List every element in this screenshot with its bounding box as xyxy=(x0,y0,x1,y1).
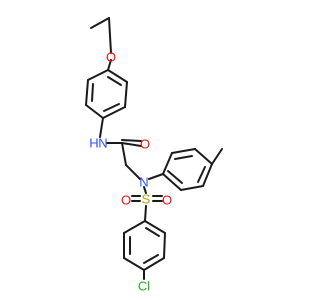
bond-ring1-e xyxy=(85,79,89,106)
bond-ring2-inner-2 xyxy=(197,166,206,183)
bond-ring1-inner-2 xyxy=(103,103,120,112)
bond-n-ring2 xyxy=(148,173,164,180)
bond-ring2-inner-1 xyxy=(174,155,193,160)
bond-ring1-b xyxy=(124,81,128,108)
sulfonyl-oxygen-left-label: O xyxy=(121,193,131,208)
atom-labels: O H N O N O S O Cl xyxy=(89,50,172,294)
bond-ethyl-c2-o xyxy=(108,17,112,54)
bond-ring2-b xyxy=(171,148,196,154)
bond-ring1-nh xyxy=(99,117,104,138)
bonds xyxy=(85,17,223,280)
bond-ring2-c xyxy=(194,148,213,165)
bond-ring2-e xyxy=(180,185,204,191)
bond-carbonyl-double-1 xyxy=(121,142,142,147)
bond-ring3-c xyxy=(143,257,165,271)
bond-ring1-f xyxy=(87,69,109,81)
bond-ring3-inner-1 xyxy=(145,227,160,237)
bond-ring2-inner-3 xyxy=(167,170,183,184)
bond-o-ring1 xyxy=(107,59,112,71)
bond-ring1-a xyxy=(107,69,128,83)
bond-n-s xyxy=(143,186,147,194)
sulfonyl-oxygen-right-label: O xyxy=(162,193,172,208)
bond-ethyl-c1-c2 xyxy=(90,17,110,29)
carbonyl-oxygen-label: O xyxy=(140,137,150,152)
sulfur-label: S xyxy=(142,192,151,207)
molecule-structure: O H N O N O S O Cl xyxy=(85,17,223,294)
bond-ring2-f xyxy=(162,173,182,191)
bond-carbonyl-ch2 xyxy=(121,142,127,166)
bond-ring2-methyl xyxy=(211,148,223,165)
bond-ch2-n xyxy=(125,164,141,180)
bond-ring1-c xyxy=(102,106,126,119)
ether-oxygen-label: O xyxy=(106,50,116,65)
bond-ring2-a xyxy=(162,152,173,175)
bond-ring1-d xyxy=(85,104,104,119)
bond-ring1-inner-3 xyxy=(91,83,94,102)
bond-ring3-inner-2 xyxy=(143,254,159,264)
bond-ring3-a xyxy=(144,220,166,234)
bond-s-ring3 xyxy=(144,205,147,222)
amide-hydrogen-label: H xyxy=(89,136,98,151)
amide-nitrogen-label: N xyxy=(98,136,107,151)
chlorine-label: Cl xyxy=(138,279,150,294)
sulfonamide-nitrogen-label: N xyxy=(139,175,148,190)
bond-ring3-d xyxy=(123,257,145,271)
bond-ring3-b xyxy=(163,232,166,259)
bond-ring1-inner-1 xyxy=(107,76,122,86)
bond-ring2-d xyxy=(202,163,213,187)
bond-carbonyl-double-2 xyxy=(121,139,142,142)
bond-ring3-f xyxy=(123,220,146,234)
